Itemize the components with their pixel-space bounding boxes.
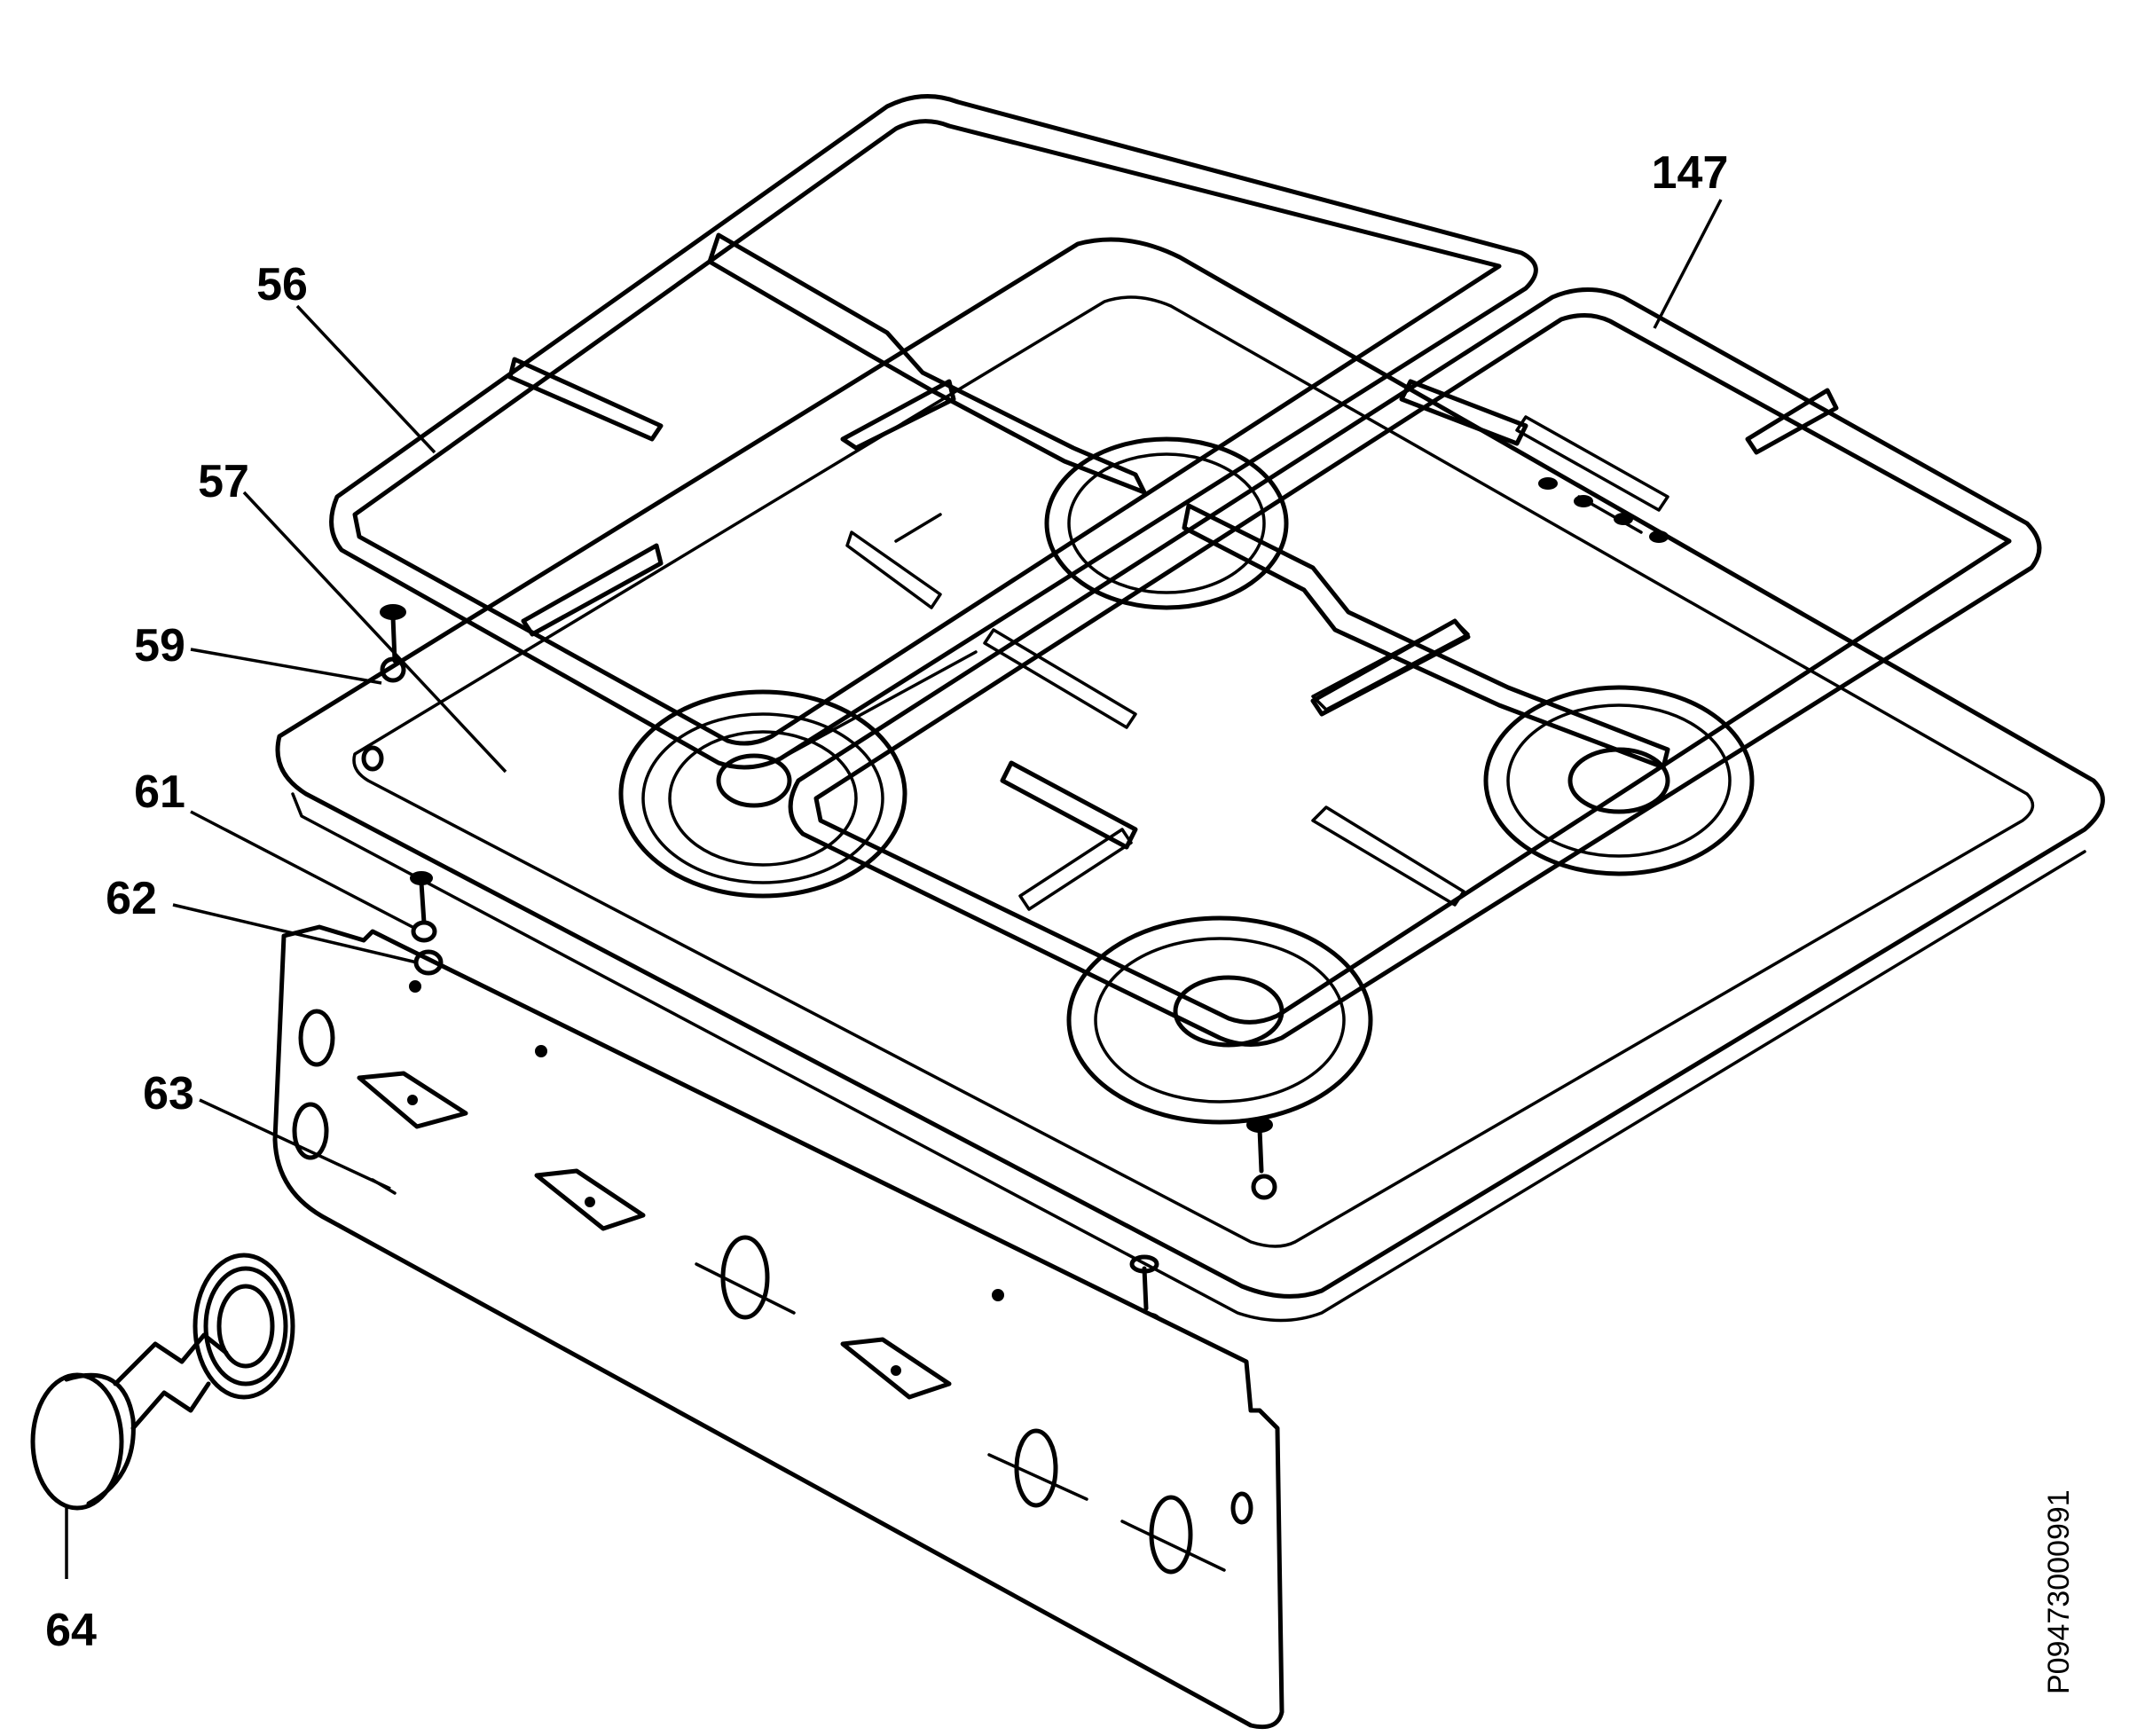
screw-front-right	[1246, 1117, 1277, 1200]
hob-top	[275, 237, 2105, 1323]
burner-back	[1044, 436, 1289, 610]
callout-61: 61	[134, 766, 185, 818]
document-id: P09473000991	[2042, 1489, 2076, 1694]
callout-147: 147	[1652, 147, 1729, 199]
burner-front	[1066, 915, 1373, 1125]
screw-61	[410, 871, 437, 943]
callout-62: 62	[106, 873, 157, 924]
screw-59	[361, 604, 406, 772]
pan-support-right	[788, 287, 2042, 1047]
panel-hole	[298, 1009, 335, 1067]
callout-63: 63	[143, 1068, 194, 1119]
callout-56: 56	[256, 259, 308, 310]
control-panel	[272, 924, 1284, 1730]
burner-right	[1483, 685, 1755, 876]
callout-64: 64	[45, 1605, 97, 1656]
leader-lines	[65, 199, 1723, 1579]
callout-59: 59	[134, 620, 185, 672]
pan-support-left	[329, 94, 1538, 770]
callout-57: 57	[198, 456, 249, 507]
control-knob	[30, 1253, 295, 1511]
burner-front-left	[618, 689, 907, 899]
